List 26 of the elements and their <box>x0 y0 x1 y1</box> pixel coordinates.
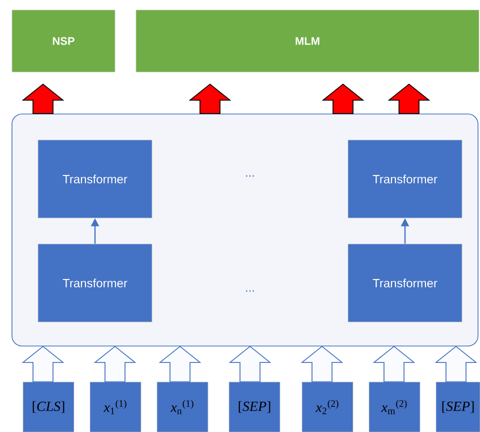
token-box: [SEP] <box>436 382 480 432</box>
block-arrow <box>322 84 364 114</box>
block-arrow <box>228 346 272 382</box>
transformer-box: Transformer <box>348 244 462 322</box>
block-arrow <box>22 84 64 114</box>
token-box: x$_{2}$(2) <box>302 382 354 432</box>
token-box: x$_{n}$(1) <box>156 382 208 432</box>
block-arrow <box>94 346 136 382</box>
ellipsis: ... <box>246 290 254 292</box>
token-box: x$_{m}$(2) <box>368 382 420 432</box>
transformer-box: Transformer <box>38 140 152 218</box>
transformer-box: Transformer <box>38 244 152 322</box>
block-arrow <box>158 346 202 382</box>
block-arrow <box>388 84 430 114</box>
task-box: MLM <box>136 10 480 72</box>
token-box: [SEP] <box>228 382 280 432</box>
block-arrow <box>372 346 416 382</box>
ellipsis: ... <box>246 175 254 177</box>
token-box: x$_{1}$(1) <box>90 382 142 432</box>
block-arrow <box>300 346 344 382</box>
token-box: [CLS] <box>22 382 74 432</box>
task-box: NSP <box>12 10 116 72</box>
transformer-box: Transformer <box>348 140 462 218</box>
block-arrow <box>434 346 478 382</box>
block-arrow <box>188 84 232 114</box>
block-arrow <box>22 346 64 382</box>
